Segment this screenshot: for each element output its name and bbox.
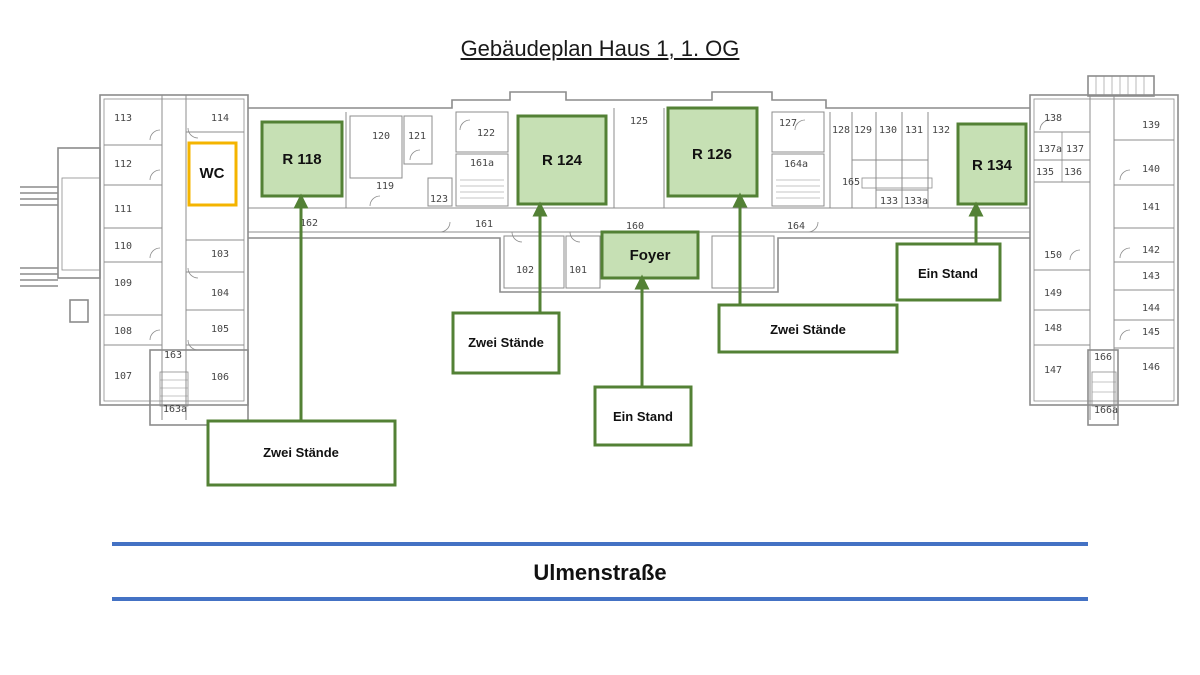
callouts: Zwei Stände Zwei Stände Ein Stand Zwei S…: [206, 242, 1002, 487]
room-number: 114: [211, 113, 229, 124]
room-number: 121: [408, 131, 426, 142]
callout-r126-box: [717, 303, 899, 354]
room-number: 161: [475, 219, 493, 230]
room-numbers: 113 112 111 110 109 108 107 114 103 104 …: [114, 113, 1160, 416]
room-r118-label: R 118: [282, 151, 321, 168]
room-r124-label: R 124: [542, 152, 583, 169]
room-r126-label: R 126: [692, 146, 732, 163]
callout-r134-text: Ein Stand: [918, 266, 978, 281]
room-number: 108: [114, 326, 132, 337]
wc-label: WC: [200, 165, 225, 182]
callout-r134-box: [895, 242, 1002, 302]
street-line-bottom: [112, 597, 1088, 601]
room-r134-box: [956, 122, 1028, 206]
room-number: 131: [905, 125, 923, 136]
room-number: 113: [114, 113, 132, 124]
room-number: 161a: [470, 158, 494, 169]
room-number: 106: [211, 372, 229, 383]
callout-foyer-box: [593, 385, 693, 447]
building-walls: [20, 75, 1179, 426]
room-number: 138: [1044, 113, 1062, 124]
room-number: 162: [300, 218, 318, 229]
room-number: 150: [1044, 250, 1062, 261]
room-number: 149: [1044, 288, 1062, 299]
foyer-label: Foyer: [630, 247, 671, 264]
room-number: 122: [477, 128, 495, 139]
room-number: 163a: [163, 404, 187, 415]
room-number: 133: [880, 196, 898, 207]
room-number: 125: [630, 116, 648, 127]
room-number: 123: [430, 194, 448, 205]
room-number: 143: [1142, 271, 1160, 282]
room-number: 136: [1064, 167, 1082, 178]
room-number: 165: [842, 177, 860, 188]
room-number: 166a: [1094, 405, 1118, 416]
room-number: 110: [114, 241, 132, 252]
room-number: 119: [376, 181, 394, 192]
room-number: 163: [164, 350, 182, 361]
callout-r126-text: Zwei Stände: [770, 322, 846, 337]
room-number: 103: [211, 249, 229, 260]
room-number: 141: [1142, 202, 1160, 213]
callout-r118-text: Zwei Stände: [263, 445, 339, 460]
callout-r124-text: Zwei Stände: [468, 335, 544, 350]
room-number: 101: [569, 265, 587, 276]
room-r124-box: [516, 114, 608, 206]
room-r126-box: [666, 106, 759, 198]
room-number: 144: [1142, 303, 1160, 314]
room-number: 104: [211, 288, 229, 299]
room-number: 164a: [784, 159, 808, 170]
room-number: 105: [211, 324, 229, 335]
room-number: 130: [879, 125, 897, 136]
door-swings: [149, 119, 1131, 351]
callout-connectors: [293, 192, 984, 421]
room-number: 128: [832, 125, 850, 136]
room-number: 137: [1066, 144, 1084, 155]
room-number: 147: [1044, 365, 1062, 376]
room-number: 148: [1044, 323, 1062, 334]
room-number: 139: [1142, 120, 1160, 131]
highlighted-rooms: WC R 118 R 124 R 126 R 134 Foyer: [187, 106, 1028, 280]
room-number: 166: [1094, 352, 1112, 363]
room-number: 102: [516, 265, 534, 276]
room-number: 132: [932, 125, 950, 136]
room-number: 111: [114, 204, 132, 215]
foyer-box: [600, 230, 700, 280]
room-number: 142: [1142, 245, 1160, 256]
room-number: 107: [114, 371, 132, 382]
room-number: 112: [114, 159, 132, 170]
callout-r118-box: [206, 419, 397, 487]
plan-title: Gebäudeplan Haus 1, 1. OG: [460, 36, 740, 61]
callout-foyer-text: Ein Stand: [613, 409, 673, 424]
room-number: 137a: [1038, 144, 1062, 155]
callout-r124-box: [451, 311, 561, 375]
room-number: 120: [372, 131, 390, 142]
room-number: 127: [779, 118, 797, 129]
room-number: 160: [626, 221, 644, 232]
room-number: 140: [1142, 164, 1160, 175]
wc-room-box: [187, 141, 238, 207]
room-number: 109: [114, 278, 132, 289]
room-number: 133a: [904, 196, 928, 207]
room-r134-label: R 134: [972, 157, 1013, 174]
room-number: 146: [1142, 362, 1160, 373]
street-line-top: [112, 542, 1088, 546]
street-name: Ulmenstraße: [533, 560, 667, 585]
room-number: 164: [787, 221, 805, 232]
room-number: 129: [854, 125, 872, 136]
room-number: 145: [1142, 327, 1160, 338]
room-number: 135: [1036, 167, 1054, 178]
